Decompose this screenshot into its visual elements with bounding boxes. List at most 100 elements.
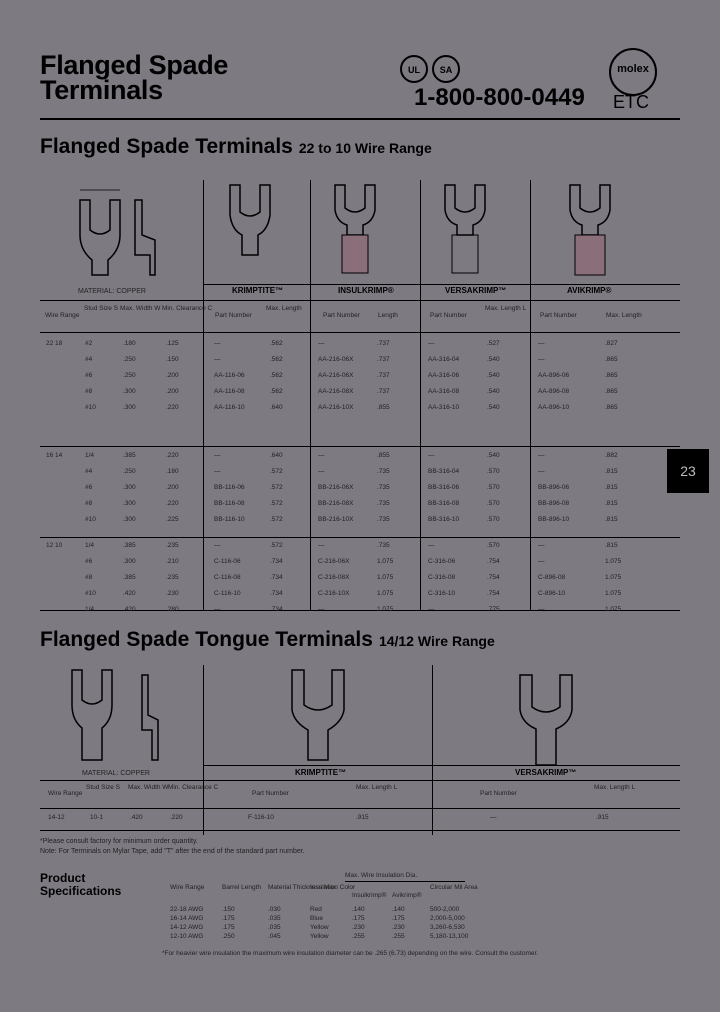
table-cell: .865 xyxy=(605,372,618,379)
spec-cell: .175 xyxy=(222,915,235,922)
table-cell: — xyxy=(538,452,545,459)
table-cell: F-116-10 xyxy=(248,814,274,821)
spec-cell: 5,180-13,100 xyxy=(430,933,469,940)
table-cell: AA-216-06X xyxy=(318,372,354,379)
table-cell: — xyxy=(428,606,435,613)
table-cell: — xyxy=(538,340,545,347)
table-cell: BB-316-04 xyxy=(428,468,460,475)
table-cell: .420 xyxy=(123,590,136,597)
col-header: Part Number xyxy=(540,312,577,319)
table-cell: #8 xyxy=(85,574,93,581)
table-cell: .827 xyxy=(605,340,618,347)
col-header: Max. Width W xyxy=(128,784,169,791)
wire-range-label: 16 14 xyxy=(46,452,63,459)
table-cell: 1.075 xyxy=(377,590,394,597)
table-cell: .572 xyxy=(270,500,283,507)
table-cell: C-216-10X xyxy=(318,590,350,597)
table-cell: — xyxy=(428,340,435,347)
spec-cell: .230 xyxy=(352,924,365,931)
header-divider xyxy=(40,118,680,120)
molex-logo: molex xyxy=(609,48,657,96)
table-cell: .572 xyxy=(270,542,283,549)
table-cell: .734 xyxy=(270,574,283,581)
table-cell: AA-216-08X xyxy=(318,388,354,395)
table-cell: .300 xyxy=(123,516,136,523)
table-cell: .570 xyxy=(487,500,500,507)
table-cell: .735 xyxy=(377,484,390,491)
table-cell: AA-896-10 xyxy=(538,404,570,411)
table-cell: .300 xyxy=(123,404,136,411)
table-cell: .865 xyxy=(605,388,618,395)
table-cell: #6 xyxy=(85,372,93,379)
table-cell: — xyxy=(214,340,221,347)
table-cell: .235 xyxy=(166,574,179,581)
table-cell: .385 xyxy=(123,574,136,581)
table-cell: .300 xyxy=(123,500,136,507)
table-cell: — xyxy=(538,542,545,549)
spec-cell: 3,260-6,530 xyxy=(430,924,465,931)
col-header: Stud Size S xyxy=(84,305,118,312)
material-label: MATERIAL: COPPER xyxy=(78,288,146,295)
table-cell: .220 xyxy=(170,814,183,821)
table-cell: — xyxy=(214,356,221,363)
table-cell: .527 xyxy=(487,340,500,347)
col-header: Part Number xyxy=(215,312,252,319)
col-header: Max. Length L xyxy=(356,784,398,791)
section1-subtitle: 22 to 10 Wire Range xyxy=(298,140,432,156)
table-cell: AA-316-08 xyxy=(428,388,460,395)
spec-cell: .255 xyxy=(352,933,365,940)
table-cell: — xyxy=(538,356,545,363)
spec-col-header: Barrel Length xyxy=(222,884,262,891)
section1-title-text: Flanged Spade Terminals xyxy=(40,135,293,158)
table-cell: C-116-10 xyxy=(214,590,241,597)
table-cell: AA-216-06X xyxy=(318,356,354,363)
table-cell: #10 xyxy=(85,590,96,597)
table-cell: .735 xyxy=(377,516,390,523)
table-cell: BB-896-06 xyxy=(538,484,570,491)
table-cell: — xyxy=(318,542,325,549)
table-cell: .572 xyxy=(270,468,283,475)
tongue-krimptite-icon xyxy=(291,669,345,761)
phone-number: 1-800-800-0449 xyxy=(414,84,585,111)
table-cell: 14-12 xyxy=(48,814,65,821)
table-cell: .754 xyxy=(487,574,500,581)
table-cell: .734 xyxy=(270,606,283,613)
table-divider xyxy=(203,180,204,610)
table-cell: .200 xyxy=(166,372,179,379)
col-header: Max. Length L xyxy=(485,305,527,312)
material-label: MATERIAL: COPPER xyxy=(82,770,150,777)
spec-cell: Yellow xyxy=(310,924,329,931)
table-cell: AA-316-10 xyxy=(428,404,460,411)
table-cell: .865 xyxy=(605,404,618,411)
table-cell: .300 xyxy=(123,558,136,565)
spec-col-header: Circular Mil Area xyxy=(430,884,478,891)
table-cell: — xyxy=(318,606,325,613)
table-cell: .385 xyxy=(123,542,136,549)
specs-title-line2: Specifications xyxy=(40,884,122,898)
table-cell: .737 xyxy=(377,340,390,347)
table-cell: .150 xyxy=(166,356,179,363)
section1-title: Flanged Spade Terminals 22 to 10 Wire Ran… xyxy=(40,135,432,159)
table-cell: .420 xyxy=(130,814,143,821)
table-cell: 1.075 xyxy=(377,574,394,581)
table-cell: BB-896-10 xyxy=(538,516,570,523)
table-cell: .385 xyxy=(123,452,136,459)
table-cell: .230 xyxy=(166,590,179,597)
table-cell: — xyxy=(318,340,325,347)
product-header-krimptite: KRIMPTITE™ xyxy=(295,768,347,777)
ul-cert-icon: UL xyxy=(400,55,428,83)
table-cell: .180 xyxy=(166,468,179,475)
table-cell: #10 xyxy=(85,516,96,523)
table-cell: 1/4 xyxy=(85,542,95,549)
table-cell: .562 xyxy=(270,372,283,379)
col-header: Length xyxy=(378,312,398,319)
product-header-versakrimp: VERSAKRIMP™ xyxy=(445,286,507,295)
table-cell: — xyxy=(318,452,325,459)
col-header: Max. Length xyxy=(266,305,302,312)
table-cell: .235 xyxy=(166,542,179,549)
spec-cell: .150 xyxy=(222,906,235,913)
table-cell: .562 xyxy=(270,340,283,347)
table-cell: C-316-08 xyxy=(428,574,456,581)
col-header: Part Number xyxy=(323,312,360,319)
table-divider xyxy=(530,180,531,610)
